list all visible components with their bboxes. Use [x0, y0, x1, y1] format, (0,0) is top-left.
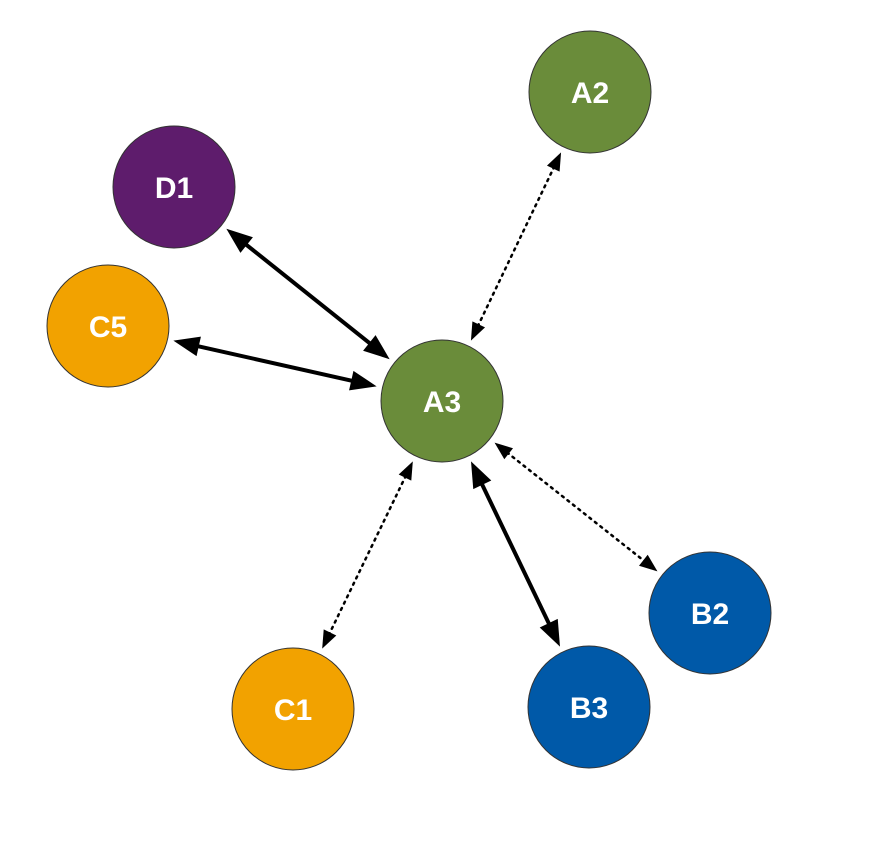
edge-line [476, 165, 556, 328]
node-circle [528, 30, 652, 154]
node-c1: C1 [231, 647, 355, 771]
edge-a3-b3 [471, 461, 560, 647]
node-c5: C5 [46, 264, 170, 388]
arrowhead-icon [322, 629, 337, 649]
arrowhead-icon [470, 321, 486, 341]
arrowhead-icon [471, 461, 492, 490]
node-d1: D1 [112, 125, 236, 249]
node-b3: B3 [527, 645, 651, 769]
edge-a3-c1 [322, 461, 413, 649]
arrowhead-icon [494, 442, 514, 460]
arrowhead-icon [173, 336, 201, 357]
arrowhead-icon [363, 335, 390, 360]
node-label: C5 [89, 311, 127, 344]
arrowhead-icon [539, 618, 560, 647]
node-circle [648, 551, 772, 675]
edge-line [327, 474, 408, 636]
edge-a3-c5 [173, 336, 377, 391]
node-circle [231, 647, 355, 771]
edge-a3-d1 [226, 228, 390, 360]
node-label: A3 [423, 386, 461, 419]
edge-line [505, 451, 647, 563]
node-circle [112, 125, 236, 249]
edge-a3-b2 [494, 442, 658, 572]
arrowhead-icon [226, 228, 253, 253]
edge-line [243, 242, 373, 346]
edge-line [479, 482, 552, 626]
edges-layer [173, 152, 658, 649]
node-label: B3 [570, 692, 608, 725]
node-circle [527, 645, 651, 769]
node-b2: B2 [648, 551, 772, 675]
arrowhead-icon [546, 152, 562, 172]
node-a2: A2 [528, 30, 652, 154]
node-label: A2 [571, 77, 609, 110]
node-label: B2 [691, 598, 729, 631]
node-label: D1 [155, 172, 193, 205]
edge-a3-a2 [470, 152, 562, 341]
node-a3: A3 [380, 339, 504, 463]
arrowhead-icon [398, 461, 413, 481]
arrowhead-icon [349, 370, 377, 391]
edge-line [196, 343, 354, 384]
node-label: C1 [274, 694, 312, 727]
node-circle [46, 264, 170, 388]
arrowhead-icon [638, 554, 658, 572]
node-circle [380, 339, 504, 463]
